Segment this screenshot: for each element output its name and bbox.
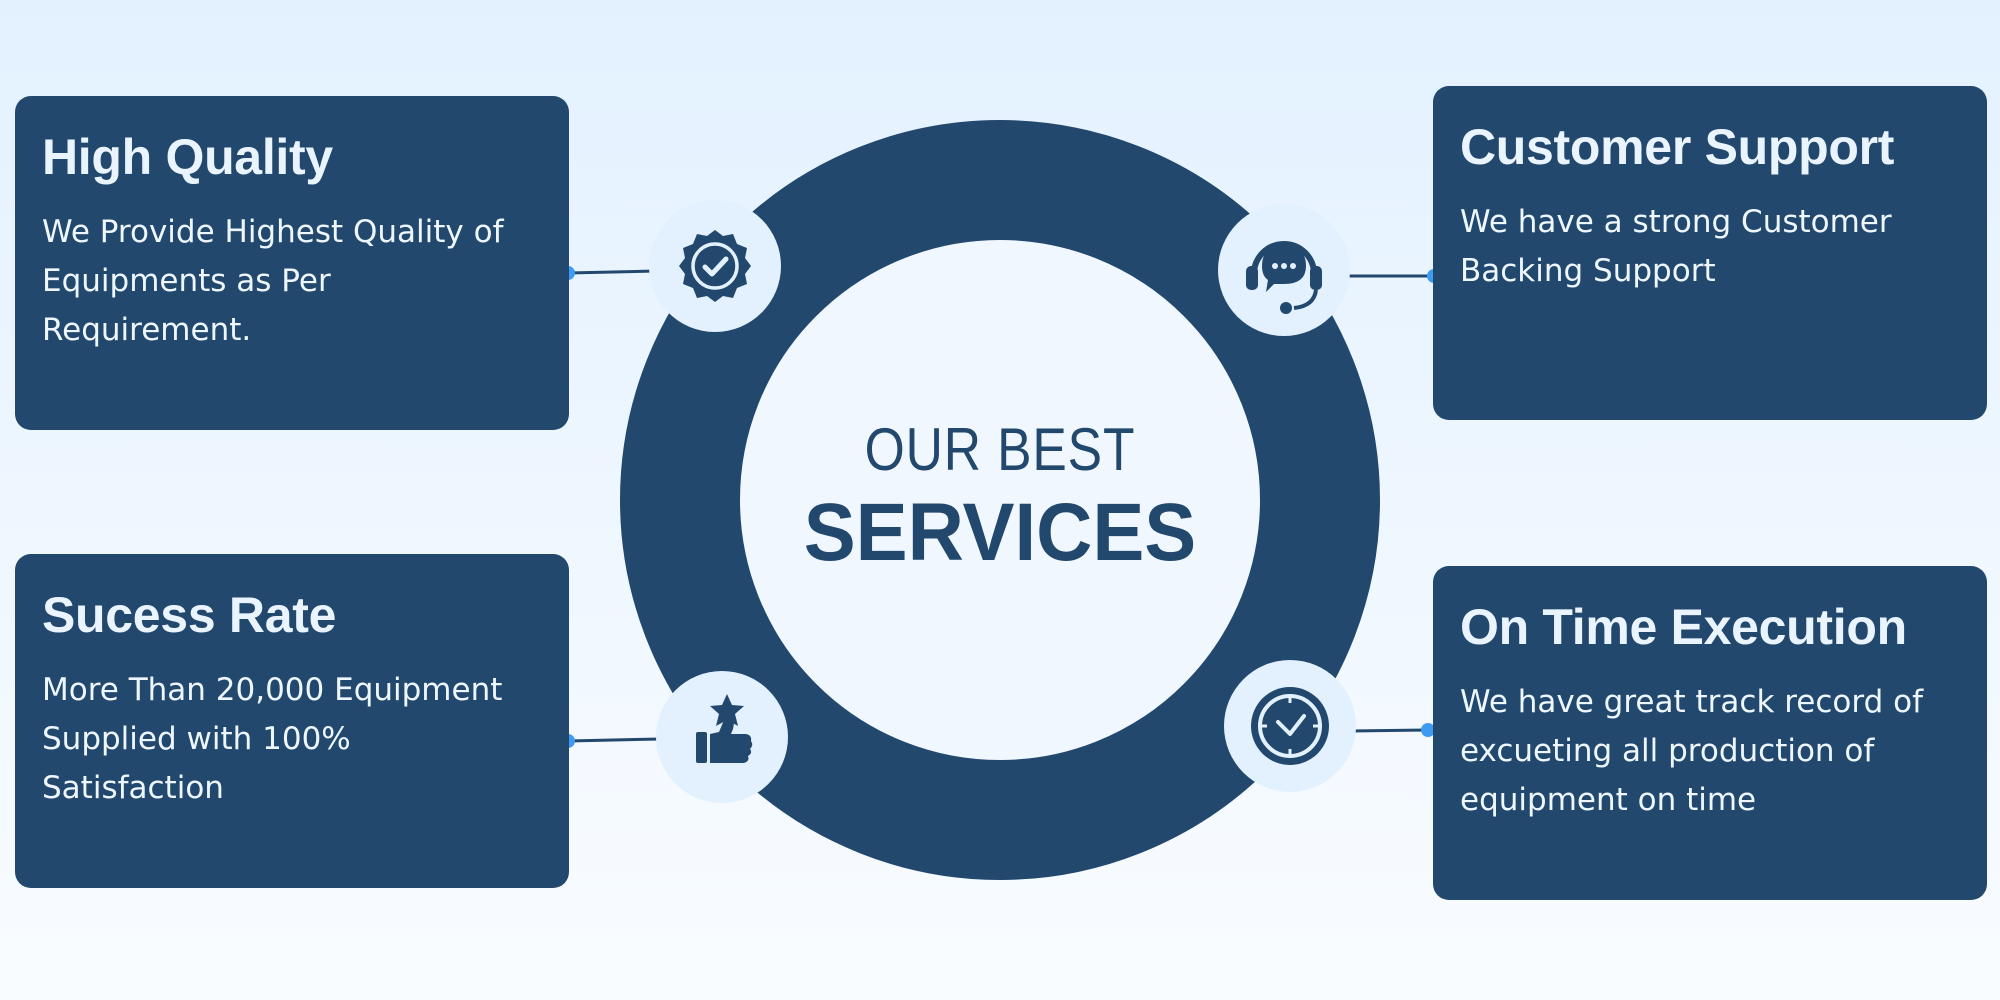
center-heading-line1: OUR BEST (864, 416, 1136, 483)
card-description-line: We have a strong Customer (1460, 204, 1892, 240)
card-description: More Than 20,000 Equipment Supplied with… (42, 666, 541, 813)
thumbs-up-star-icon (656, 671, 788, 803)
connector-high-quality (561, 266, 657, 280)
card-description-line: excueting all production of (1460, 733, 1875, 769)
card-customer-support: Customer Support We have a strong Custom… (1433, 86, 1987, 420)
connector-on-time (1349, 723, 1435, 737)
clock-icon (1224, 660, 1356, 792)
card-title: Sucess Rate (42, 587, 337, 643)
center-heading-line2: SERVICES (803, 487, 1197, 578)
card-description-line: equipment on time (1460, 782, 1757, 818)
ring-inner-fill (680, 180, 1320, 820)
connector-customer-support (1345, 269, 1441, 283)
connector-dot (1421, 723, 1435, 737)
card-description-line: Supplied with 100% Satisfaction (42, 721, 351, 806)
card-title: On Time Execution (1460, 599, 1907, 655)
headset-chat-icon (1218, 204, 1350, 336)
card-description-line: Backing Support (1460, 253, 1716, 289)
card-success-rate: Sucess Rate More Than 20,000 Equipment S… (15, 554, 569, 888)
connector-success-rate (561, 734, 661, 748)
ring (620, 120, 1380, 880)
card-description-line: More Than 20,000 Equipment (42, 672, 503, 708)
card-high-quality: High Quality We Provide Highest Quality … (15, 96, 569, 430)
card-description-line: We Provide Highest Quality of (42, 214, 504, 250)
card-title: High Quality (42, 129, 333, 185)
card-description-line: Equipments as Per Requirement. (42, 263, 331, 348)
card-title: Customer Support (1460, 119, 1895, 175)
card-description: We have a strong Customer Backing Suppor… (1460, 198, 1959, 296)
card-on-time-execution: On Time Execution We have great track re… (1433, 566, 1987, 900)
quality-badge-icon (649, 200, 781, 332)
card-description: We have great track record of excueting … (1460, 678, 1959, 825)
card-description: We Provide Highest Quality of Equipments… (42, 208, 541, 355)
card-description-line: We have great track record of (1460, 684, 1924, 720)
center-heading: OUR BEST SERVICES (720, 420, 1280, 574)
